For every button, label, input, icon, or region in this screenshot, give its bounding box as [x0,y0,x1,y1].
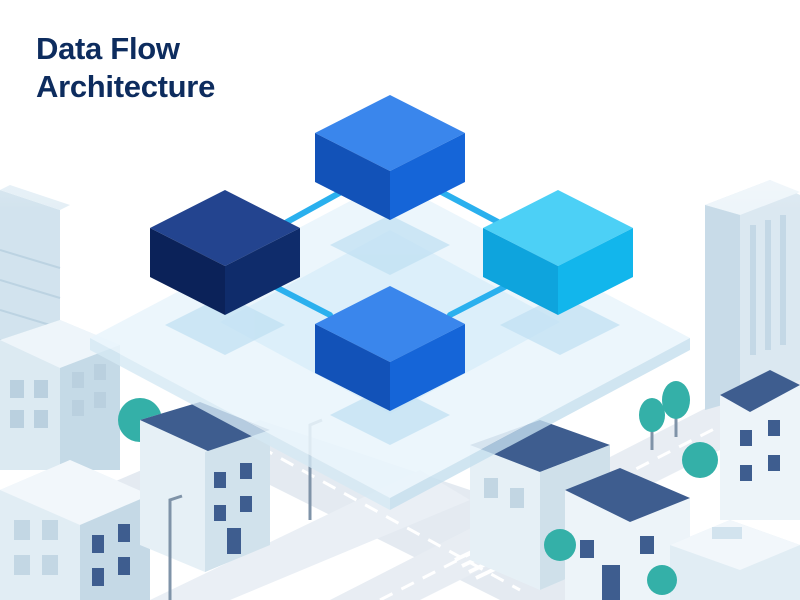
house-far-right [720,370,800,520]
building-left-mid [0,320,120,470]
page-title: Data Flow Architecture [36,30,215,106]
title-line-1: Data Flow [36,31,180,66]
building-bottom-right [670,520,800,600]
node-bottom [315,286,465,411]
node-shadows [165,215,620,445]
node-right [483,190,633,315]
title-line-2: Architecture [36,69,216,104]
node-left [150,190,300,315]
trees-right [544,381,718,595]
building-right-tall [705,180,800,410]
house-center-left [140,402,270,572]
node-top [315,95,465,220]
building-left-front [0,460,150,600]
